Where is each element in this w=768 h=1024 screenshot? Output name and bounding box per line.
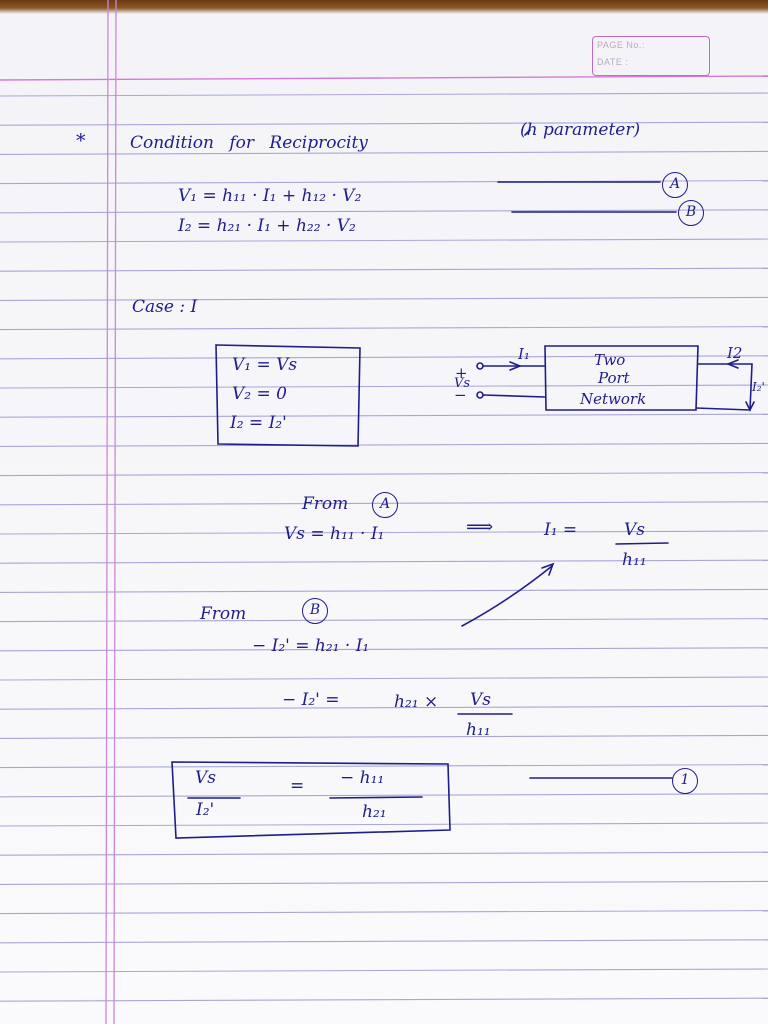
i1-denominator: h₁₁ [622, 550, 647, 570]
ruled-line-16 [0, 559, 768, 564]
case-line-3: I₂ = I₂' [230, 413, 287, 433]
ruled-line-27 [0, 880, 768, 885]
case-line-1: V₁ = Vs [232, 355, 298, 375]
neg-i2-numerator: Vs [470, 690, 492, 710]
i2-label: I2 [727, 344, 743, 362]
ruled-line-20 [0, 676, 768, 681]
network-line-1: Two [594, 351, 626, 369]
ruled-line-1 [0, 121, 768, 126]
title-text: Condition for Reciprocity [130, 133, 368, 153]
result-tag: 1 [672, 768, 698, 794]
i2-prime-label: I₂' [752, 380, 765, 394]
implies-arrow: ⟹ [466, 516, 494, 538]
ruled-line-25 [0, 822, 768, 827]
left-margin-line [105, 0, 109, 1024]
ruled-line-24 [0, 793, 768, 798]
from-a-label: From [302, 494, 349, 514]
ruled-line-29 [0, 939, 768, 944]
neg-i2-equation-2-lhs: − I₂' = [282, 690, 340, 710]
network-line-3: Network [580, 390, 647, 408]
tag-a-circle: A [662, 172, 688, 198]
case-label: Case : I [132, 297, 198, 317]
ruled-line-11 [0, 413, 768, 418]
ruled-line-19 [0, 647, 768, 652]
ruled-line-30 [0, 968, 768, 973]
case-line-2: V₂ = 0 [232, 384, 287, 404]
page-no-label: PAGE No.: [597, 40, 645, 50]
vs-equation: Vs = h₁₁ · I₁ [284, 524, 385, 544]
ruled-line-17 [0, 588, 768, 593]
ruled-line-13 [0, 472, 768, 477]
from-b-tag: B [302, 598, 328, 624]
title-bullet: * [76, 130, 86, 152]
from-b-label: From [200, 604, 247, 624]
ruled-line-31 [0, 997, 768, 1002]
result-equals: = [290, 776, 305, 796]
i1-label: I₁ [518, 345, 530, 363]
result-lhs-numerator: Vs [195, 768, 217, 788]
ruled-line-26 [0, 851, 768, 856]
date-label: DATE : [597, 57, 629, 67]
top-margin-line [0, 75, 768, 81]
result-lhs-denominator: I₂' [196, 800, 215, 820]
ruled-line-3 [0, 180, 768, 185]
title-paren: (h parameter) [520, 120, 641, 140]
ruled-line-4 [0, 209, 768, 214]
from-a-tag: A [372, 492, 398, 518]
i1-equation-lhs: I₁ = [544, 520, 578, 540]
tag-b-circle: B [678, 200, 704, 226]
network-line-2: Port [598, 369, 630, 387]
minus-sign: − [454, 386, 467, 404]
result-rhs-numerator: − h₁₁ [340, 768, 385, 788]
ruled-line-5 [0, 238, 768, 243]
ruled-line-15 [0, 530, 768, 535]
plus-sign: + [455, 364, 468, 382]
source-label: Vs [454, 376, 471, 391]
neg-i2-denominator: h₁₁ [466, 720, 491, 740]
ruled-line-18 [0, 618, 768, 623]
neg-i2-equation-2-rhs: h₂₁ × [394, 692, 439, 712]
ruled-line-8 [0, 326, 768, 331]
ruled-line-28 [0, 910, 768, 915]
equation-a: V₁ = h₁₁ · I₁ + h₁₂ · V₂ [178, 186, 362, 206]
ruled-line-7 [0, 296, 768, 301]
ruled-line-2 [0, 150, 768, 155]
result-rhs-denominator: h₂₁ [362, 802, 387, 822]
ruled-line-6 [0, 267, 768, 272]
ruled-line-12 [0, 442, 768, 447]
ruled-line-21 [0, 705, 768, 710]
page-date-box: PAGE No.: DATE : [592, 36, 710, 76]
left-margin-line-2 [113, 0, 117, 1024]
ruled-line-22 [0, 734, 768, 739]
ruled-line-0 [0, 92, 768, 97]
equation-b: I₂ = h₂₁ · I₁ + h₂₂ · V₂ [178, 216, 356, 236]
neg-i2-equation: − I₂' = h₂₁ · I₁ [252, 636, 370, 656]
i1-numerator: Vs [624, 520, 646, 540]
